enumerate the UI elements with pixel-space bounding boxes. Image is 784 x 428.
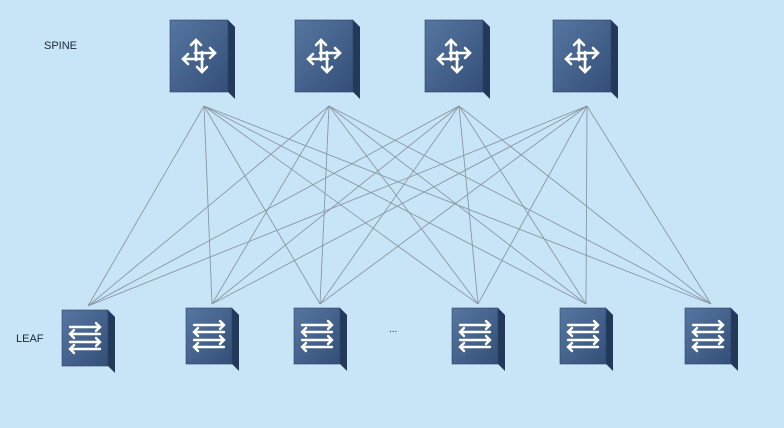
- link-spine-3-leaf-5: [458, 105, 587, 305]
- device-side-face: [498, 308, 505, 371]
- device-side-face: [340, 308, 347, 371]
- leaf-switch-1[interactable]: [61, 309, 115, 373]
- link-spine-3-leaf-1: [87, 105, 460, 307]
- leaf-layer: [61, 307, 738, 373]
- links-layer: [87, 105, 712, 307]
- link-spine-4-leaf-2: [211, 105, 588, 305]
- router-icon: [181, 38, 217, 74]
- link-spine-2-leaf-2: [211, 105, 330, 305]
- leaf-switch-4[interactable]: [451, 307, 505, 371]
- device-side-face: [483, 20, 490, 99]
- link-spine-4-leaf-5: [585, 105, 588, 305]
- device-front-face: [684, 307, 732, 365]
- device-front-face: [294, 19, 354, 93]
- device-side-face: [606, 308, 613, 371]
- switch-icon: [691, 319, 725, 353]
- device-front-face: [552, 19, 612, 93]
- link-spine-2-leaf-6: [328, 105, 712, 305]
- link-spine-3-leaf-6: [458, 105, 712, 305]
- link-spine-2-leaf-5: [328, 105, 587, 305]
- link-spine-4-leaf-1: [87, 105, 588, 307]
- device-side-face: [731, 308, 738, 371]
- spine-switch-2[interactable]: [294, 19, 360, 99]
- router-icon: [564, 38, 600, 74]
- link-spine-3-leaf-3: [319, 105, 460, 305]
- link-spine-3-leaf-4: [458, 105, 479, 305]
- device-front-face: [169, 19, 229, 93]
- device-front-face: [424, 19, 484, 93]
- switch-icon: [566, 319, 600, 353]
- spine-layer: [169, 19, 618, 99]
- switch-icon: [300, 319, 334, 353]
- router-icon: [436, 38, 472, 74]
- link-spine-2-leaf-4: [328, 105, 479, 305]
- switch-icon: [458, 319, 492, 353]
- link-spine-3-leaf-2: [211, 105, 460, 305]
- switch-icon: [192, 319, 226, 353]
- leaf-switch-3[interactable]: [293, 307, 347, 371]
- device-front-face: [559, 307, 607, 365]
- device-side-face: [353, 20, 360, 99]
- link-spine-1-leaf-1: [87, 105, 205, 307]
- leaf-switch-5[interactable]: [559, 307, 613, 371]
- device-side-face: [228, 20, 235, 99]
- switch-icon: [68, 321, 102, 355]
- device-front-face: [61, 309, 109, 367]
- device-side-face: [232, 308, 239, 371]
- device-front-face: [293, 307, 341, 365]
- link-spine-4-leaf-6: [586, 105, 712, 305]
- link-spine-1-leaf-3: [203, 105, 321, 305]
- device-side-face: [611, 20, 618, 99]
- leaf-tier-label: LEAF: [16, 333, 44, 345]
- leaf-switch-2[interactable]: [185, 307, 239, 371]
- router-icon: [306, 38, 342, 74]
- link-spine-4-leaf-4: [477, 105, 588, 305]
- link-spine-4-leaf-3: [319, 105, 588, 305]
- spine-tier-label: SPINE: [44, 40, 78, 52]
- link-spine-2-leaf-1: [87, 105, 330, 307]
- more-leaves-ellipsis: ...: [389, 324, 398, 335]
- link-spine-2-leaf-3: [319, 105, 330, 305]
- device-front-face: [451, 307, 499, 365]
- device-side-face: [108, 310, 115, 373]
- link-spine-1-leaf-2: [203, 105, 213, 305]
- link-spine-1-leaf-5: [203, 105, 587, 305]
- device-front-face: [185, 307, 233, 365]
- spine-switch-4[interactable]: [552, 19, 618, 99]
- spine-switch-3[interactable]: [424, 19, 490, 99]
- leaf-switch-6[interactable]: [684, 307, 738, 371]
- spine-switch-1[interactable]: [169, 19, 235, 99]
